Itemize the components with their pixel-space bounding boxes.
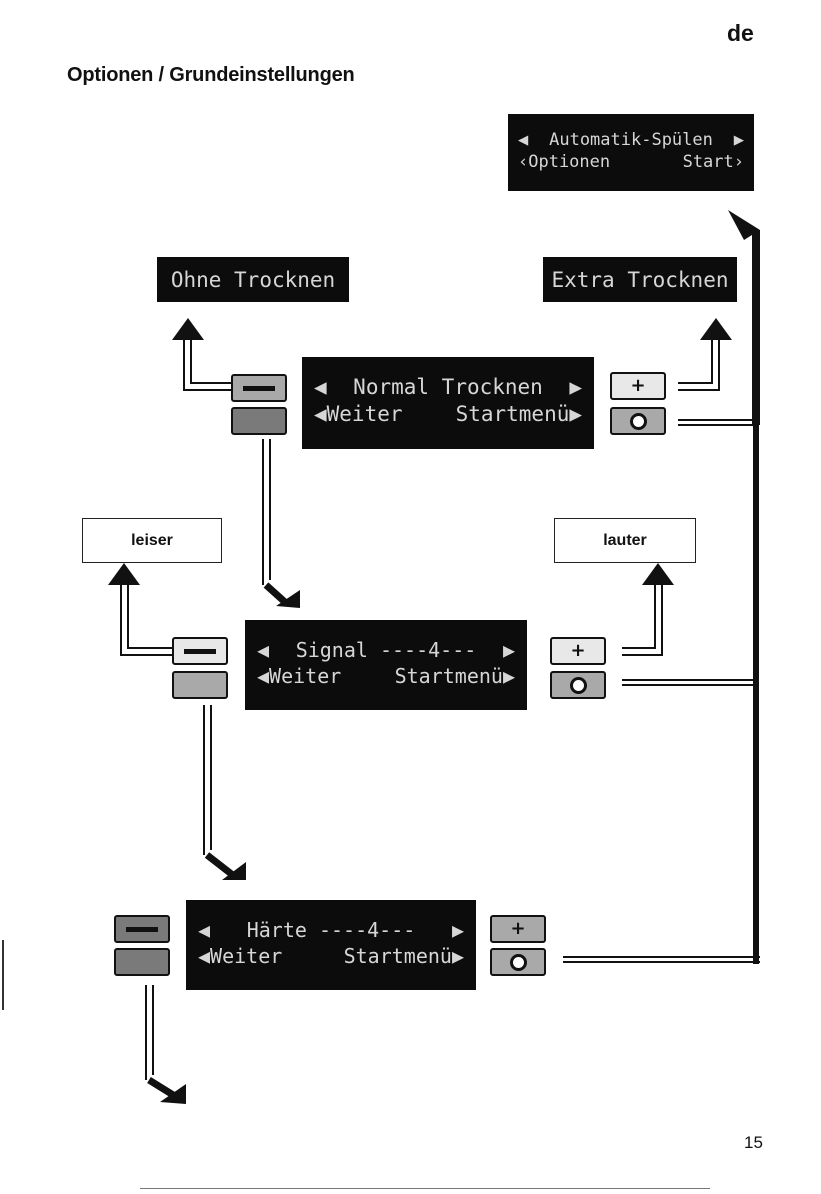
lcd-left-arrow: ◀	[314, 377, 327, 398]
start-button[interactable]	[490, 948, 546, 976]
lcd-line2-right: Startmenü▶	[344, 946, 464, 966]
extra-trocknen-connector	[678, 340, 712, 383]
lcd-line1-text: Härte ----4---	[247, 920, 416, 940]
label-leiser-text: leiser	[131, 532, 173, 550]
lcd-line2-left: ‹Optionen	[518, 154, 610, 171]
right-vertical-bar	[753, 424, 759, 964]
page-number: 15	[744, 1133, 763, 1153]
options-button[interactable]	[231, 407, 287, 435]
lcd-text: Extra Trocknen	[551, 268, 728, 292]
lcd-signal: ◀ Signal ----4--- ▶ ◀Weiter Startmenü▶	[245, 620, 527, 710]
start-icon	[630, 413, 647, 430]
lcd-text: Ohne Trocknen	[171, 268, 335, 292]
lcd-line2-left: ◀Weiter	[257, 666, 341, 686]
lcd-line1-text: Normal Trocknen	[353, 377, 543, 398]
lcd-right-arrow: ▶	[503, 640, 515, 660]
minus-icon	[126, 927, 157, 932]
arrow-up-extra	[700, 318, 732, 340]
lcd-line2-right: Startmenü▶	[456, 404, 582, 425]
label-lauter-text: lauter	[603, 532, 647, 550]
lcd-extra-trocknen: Extra Trocknen	[543, 257, 737, 302]
lcd-line1-text: Signal ----4---	[296, 640, 477, 660]
page-edge-mark	[2, 940, 4, 1010]
leiser-connector	[128, 585, 172, 648]
start-button[interactable]	[610, 407, 666, 435]
minus-button[interactable]	[231, 374, 287, 402]
lcd-line2-right: Startmenü▶	[395, 666, 515, 686]
arrow-up-lauter	[642, 563, 674, 585]
minus-button[interactable]	[172, 637, 228, 665]
plus-icon: +	[570, 642, 585, 660]
options-button[interactable]	[172, 671, 228, 699]
lcd-haerte: ◀ Härte ----4--- ▶ ◀Weiter Startmenü▶	[186, 900, 476, 990]
start-icon	[510, 954, 527, 971]
lcd-ohne-trocknen: Ohne Trocknen	[157, 257, 349, 302]
label-lauter: lauter	[554, 518, 696, 563]
plus-icon: +	[510, 920, 525, 938]
lcd-line2-right: Start›	[683, 154, 744, 171]
lcd-line2-left: ◀Weiter	[314, 404, 403, 425]
plus-button[interactable]: +	[490, 915, 546, 943]
lcd-left-arrow: ◀	[257, 640, 269, 660]
plus-button[interactable]: +	[610, 372, 666, 400]
lcd-right-arrow: ▶	[734, 132, 744, 149]
lcd-line2-left: ◀Weiter	[198, 946, 282, 966]
minus-icon	[184, 649, 215, 654]
label-leiser: leiser	[82, 518, 222, 563]
minus-button[interactable]	[114, 915, 170, 943]
plus-icon: +	[630, 377, 645, 395]
arrow-up-ohne	[172, 318, 204, 340]
arrow-up-leiser	[108, 563, 140, 585]
ohne-trocknen-connector	[191, 340, 231, 383]
lcd-left-arrow: ◀	[198, 920, 210, 940]
lcd-right-arrow: ▶	[452, 920, 464, 940]
lcd-right-arrow: ▶	[569, 377, 582, 398]
lcd-line1-text: Automatik-Spülen	[549, 132, 713, 149]
start-icon	[570, 677, 587, 694]
minus-icon	[243, 386, 274, 391]
lcd-normal-trocknen: ◀ Normal Trocknen ▶ ◀Weiter Startmenü▶	[302, 357, 594, 449]
lcd-left-arrow: ◀	[518, 132, 528, 149]
plus-button[interactable]: +	[550, 637, 606, 665]
start-button[interactable]	[550, 671, 606, 699]
bottom-edge-line	[140, 1188, 710, 1189]
options-button[interactable]	[114, 948, 170, 976]
lauter-connector	[622, 585, 655, 648]
lcd-automatik-spuelen: ◀ Automatik-Spülen ▶ ‹Optionen Start›	[508, 114, 754, 191]
